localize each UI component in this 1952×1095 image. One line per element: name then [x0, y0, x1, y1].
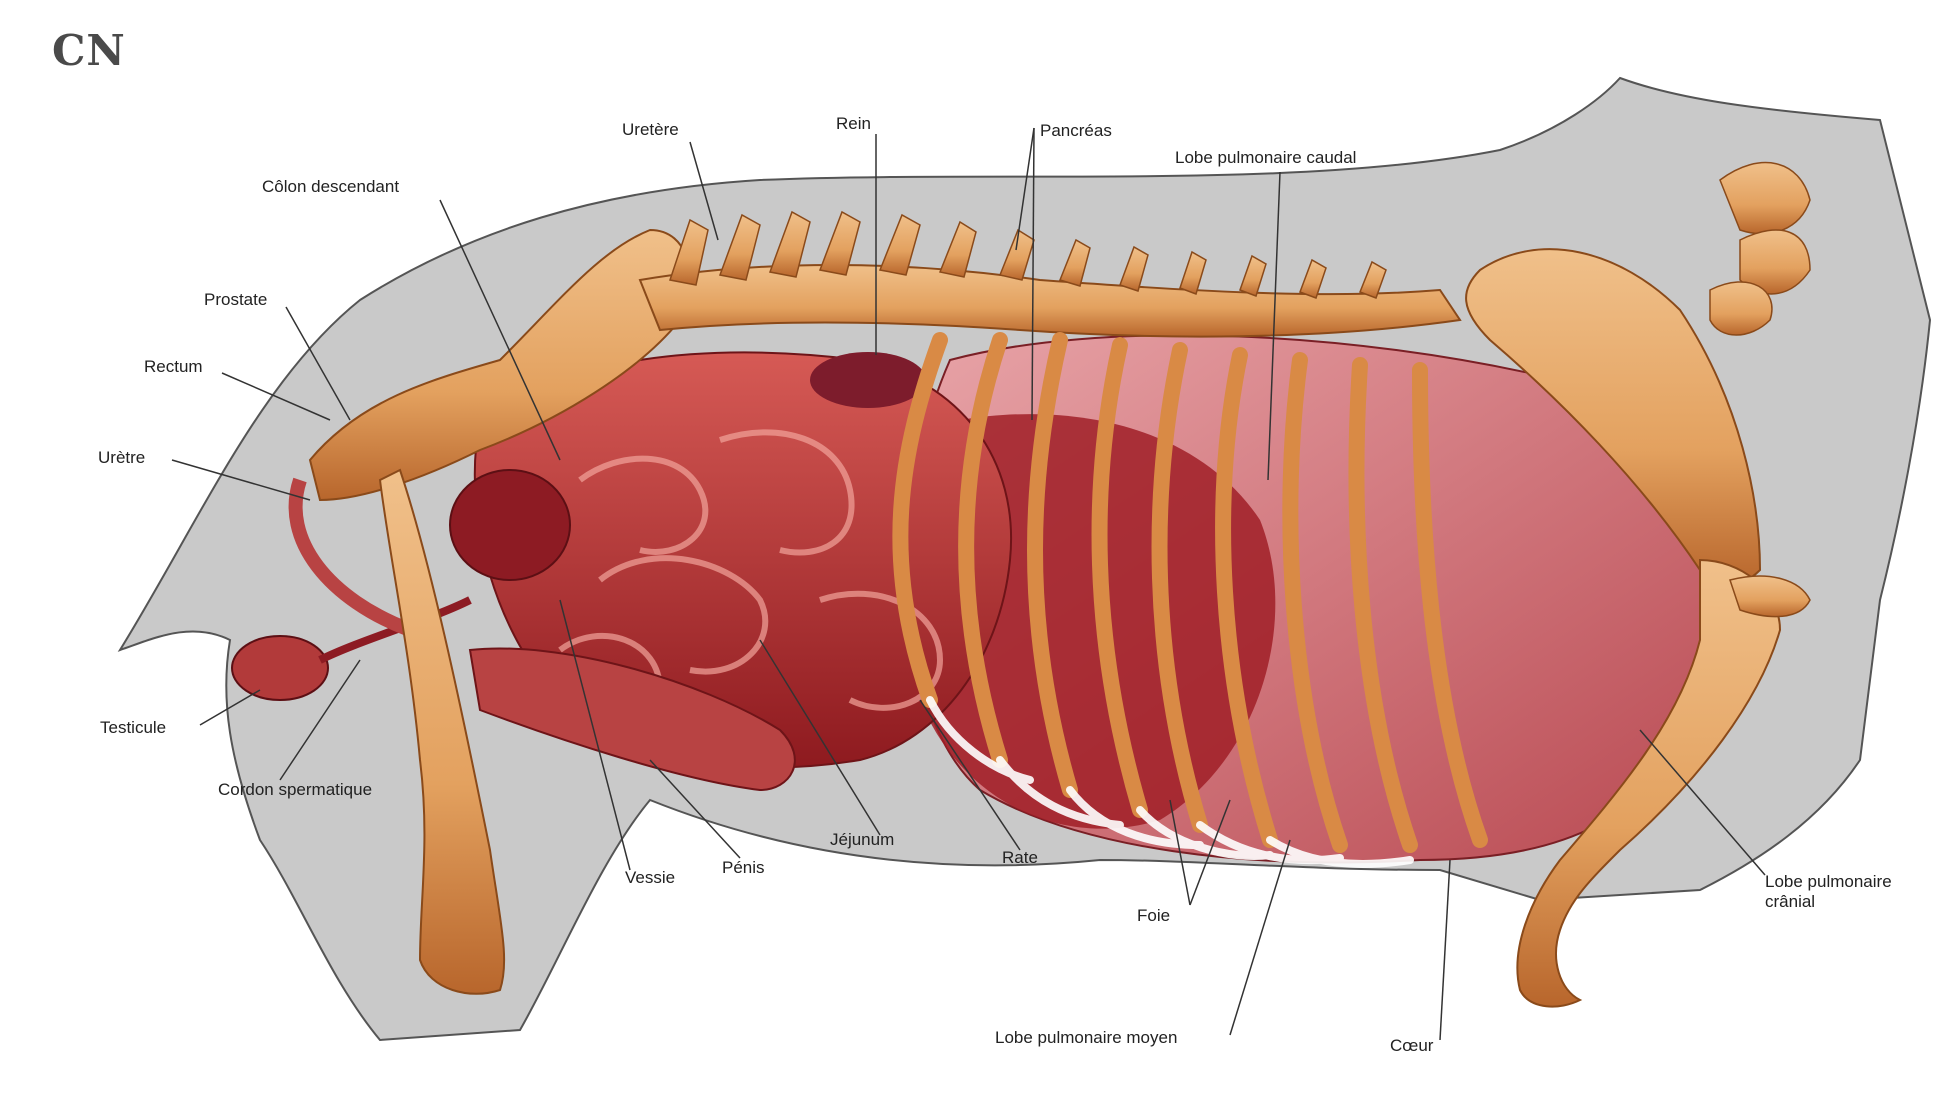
label-rein: Rein	[836, 114, 871, 133]
label-testicule: Testicule	[100, 718, 167, 737]
label-jejunum: Jéjunum	[830, 830, 895, 849]
penis	[468, 647, 796, 792]
kidney	[810, 352, 926, 408]
label-colon-descendant: Côlon descendant	[262, 177, 400, 196]
label-prostate: Prostate	[204, 290, 268, 309]
spinous-processes	[669, 210, 1387, 299]
label-lobe-pulmonaire-caudal: Lobe pulmonaire caudal	[1175, 148, 1357, 167]
label-pancreas: Pancréas	[1040, 121, 1112, 140]
urethra	[288, 477, 413, 637]
bladder	[449, 469, 571, 581]
label-uretere: Uretère	[622, 120, 679, 139]
label-lobe-pulmonaire-cranial: Lobe pulmonaire crânial	[1765, 872, 1892, 911]
label-uretre: Urètre	[98, 448, 146, 467]
cervical-vertebrae	[1709, 161, 1811, 336]
costal-cartilage	[926, 696, 1414, 868]
label-lobe-pulmonaire-moyen: Lobe pulmonaire moyen	[995, 1028, 1178, 1047]
label-coeur: Cœur	[1390, 1036, 1434, 1055]
corner-title: CN	[52, 26, 126, 75]
intestine-loops	[558, 429, 944, 727]
ribs	[892, 332, 1488, 853]
label-rate: Rate	[1002, 848, 1038, 867]
femur	[378, 468, 506, 995]
label-cordon-spermatique: Cordon spermatique	[218, 780, 373, 799]
label-penis: Pénis	[722, 858, 765, 877]
label-vessie: Vessie	[625, 868, 676, 887]
leader-lines	[171, 127, 1766, 1041]
label-rectum: Rectum	[144, 357, 203, 376]
spine	[638, 264, 1462, 338]
elbow-joint	[1729, 575, 1811, 618]
label-foie: Foie	[1137, 906, 1171, 925]
humerus	[1516, 558, 1782, 1008]
testicle	[231, 635, 329, 701]
